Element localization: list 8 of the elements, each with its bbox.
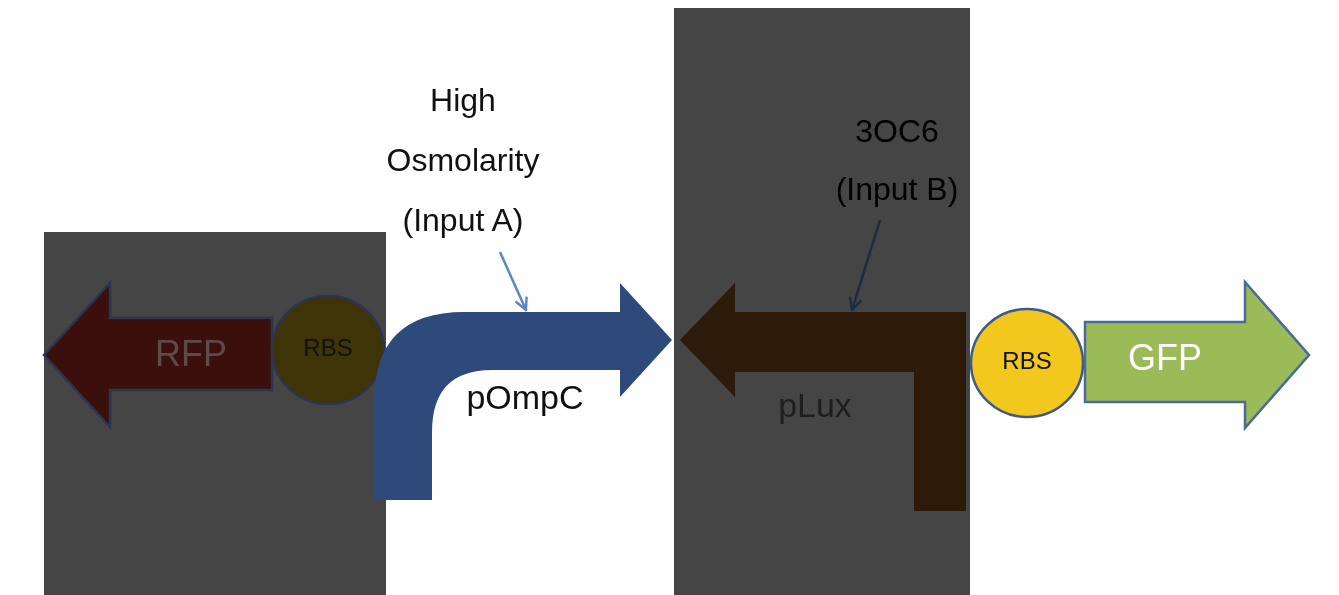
promoter-label: pOmpC: [465, 378, 585, 417]
input-label: 3OC6 (Input B): [834, 112, 960, 209]
input-label: High Osmolarity (Input A): [385, 81, 541, 240]
rbs-label: RBS: [1001, 347, 1053, 376]
arrow: [848, 219, 882, 312]
gene-label: RFP: [154, 332, 228, 376]
gene-label: GFP: [1127, 336, 1203, 380]
arrow: [498, 251, 528, 312]
